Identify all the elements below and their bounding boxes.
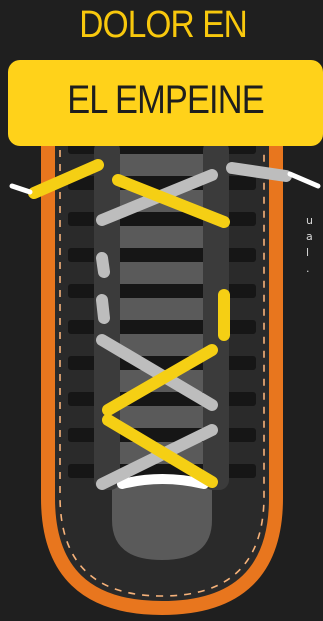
toe-bar [122,479,204,484]
side-caption-line: . [306,261,323,277]
side-caption-line: l [306,245,323,261]
gray-lace-end [232,168,286,176]
title-line-2: EL EMPEINE [30,78,301,123]
title-banner: EL EMPEINE [8,60,323,146]
lace-aglet-icon [12,186,30,192]
side-caption-line: u [306,213,323,229]
lace-aglet-icon [290,174,318,186]
side-caption-fragment: u a l . [306,213,323,277]
side-caption-line: a [306,229,323,245]
